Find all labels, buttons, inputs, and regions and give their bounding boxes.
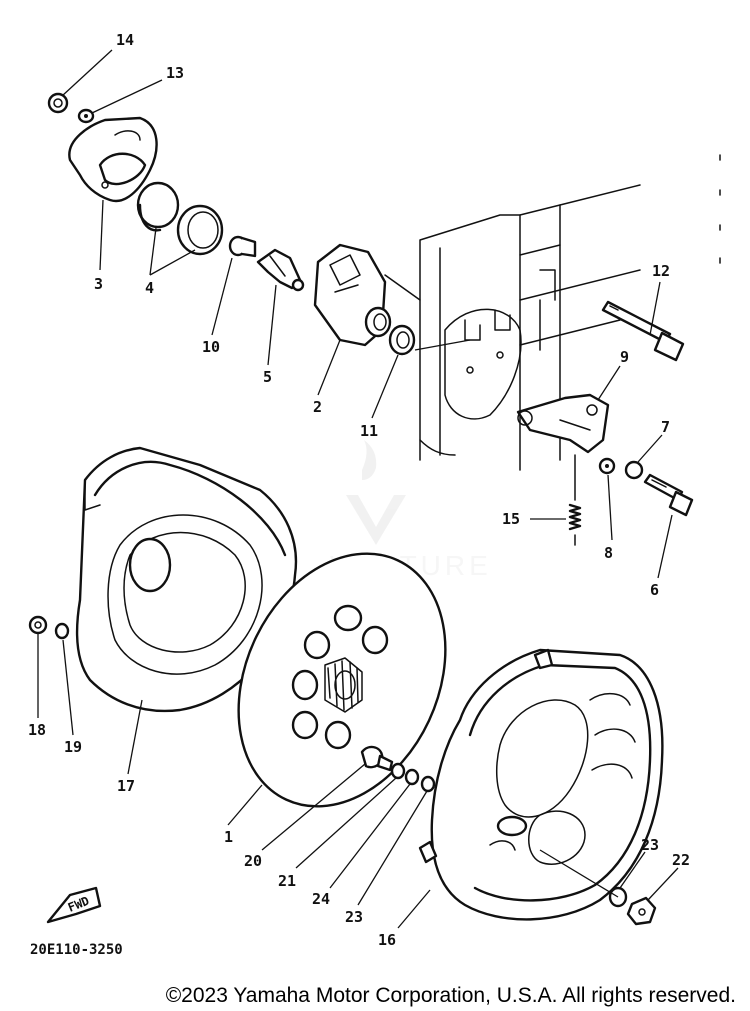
callout-16: 16 bbox=[378, 931, 396, 949]
part-5-cam-shaft bbox=[256, 248, 305, 292]
callout-23-outer: 23 bbox=[641, 836, 659, 854]
part-7-washer bbox=[624, 460, 644, 480]
part-24-washer bbox=[404, 768, 420, 786]
part-13-washer bbox=[77, 108, 95, 124]
callout-17: 17 bbox=[117, 777, 135, 795]
callout-3: 3 bbox=[94, 275, 103, 293]
part-23-washer-inner bbox=[420, 775, 436, 793]
callout-20: 20 bbox=[244, 852, 262, 870]
callout-12: 12 bbox=[652, 262, 670, 280]
frame-structure bbox=[384, 154, 721, 471]
part-18-bolt bbox=[28, 615, 48, 635]
callout-14: 14 bbox=[116, 31, 134, 49]
callout-1: 1 bbox=[224, 828, 233, 846]
part-2-housing bbox=[313, 243, 392, 347]
callout-18: 18 bbox=[28, 721, 46, 739]
callout-7: 7 bbox=[661, 418, 670, 436]
callout-24: 24 bbox=[312, 890, 330, 908]
callout-23-inner: 23 bbox=[345, 908, 363, 926]
part-22-nut bbox=[626, 896, 657, 926]
callout-15: 15 bbox=[502, 510, 520, 528]
part-20-bolt bbox=[360, 745, 394, 772]
fwd-direction-arrow: FWD bbox=[46, 886, 102, 924]
callout-2: 2 bbox=[313, 398, 322, 416]
part-9-lever bbox=[516, 393, 610, 454]
part-8-washer bbox=[598, 457, 616, 475]
callout-5: 5 bbox=[263, 368, 272, 386]
callout-8: 8 bbox=[604, 544, 613, 562]
callout-4: 4 bbox=[145, 279, 154, 297]
part-12-bolt bbox=[601, 300, 685, 362]
part-16-inner-cover bbox=[418, 648, 664, 921]
callout-11: 11 bbox=[360, 422, 378, 440]
callout-6: 6 bbox=[650, 581, 659, 599]
part-11-seal bbox=[388, 324, 416, 356]
part-19-washer bbox=[54, 622, 70, 640]
part-21-washer bbox=[390, 762, 406, 780]
part-17-guard bbox=[75, 446, 298, 713]
part-10-bushing bbox=[228, 235, 257, 258]
part-15-spring bbox=[568, 454, 582, 546]
callout-9: 9 bbox=[620, 348, 629, 366]
callout-19: 19 bbox=[64, 738, 82, 756]
part-1-disc bbox=[237, 552, 447, 808]
copyright-notice: ©2023 Yamaha Motor Corporation, U.S.A. A… bbox=[165, 984, 736, 1007]
callout-22: 22 bbox=[672, 851, 690, 869]
callout-labels: 14 13 3 4 10 5 2 11 12 9 7 15 8 6 18 19 … bbox=[28, 31, 690, 949]
callout-10: 10 bbox=[202, 338, 220, 356]
drawing-code: 20E110-3250 bbox=[30, 942, 123, 958]
part-14-nut bbox=[47, 92, 69, 114]
callout-13: 13 bbox=[166, 64, 184, 82]
part-6-bolt bbox=[643, 473, 694, 517]
leader-lines bbox=[37, 49, 679, 929]
assembly-axis-lines bbox=[414, 339, 619, 898]
callout-21: 21 bbox=[278, 872, 296, 890]
part-4-cap bbox=[136, 181, 224, 256]
part-3-cover bbox=[68, 116, 158, 203]
